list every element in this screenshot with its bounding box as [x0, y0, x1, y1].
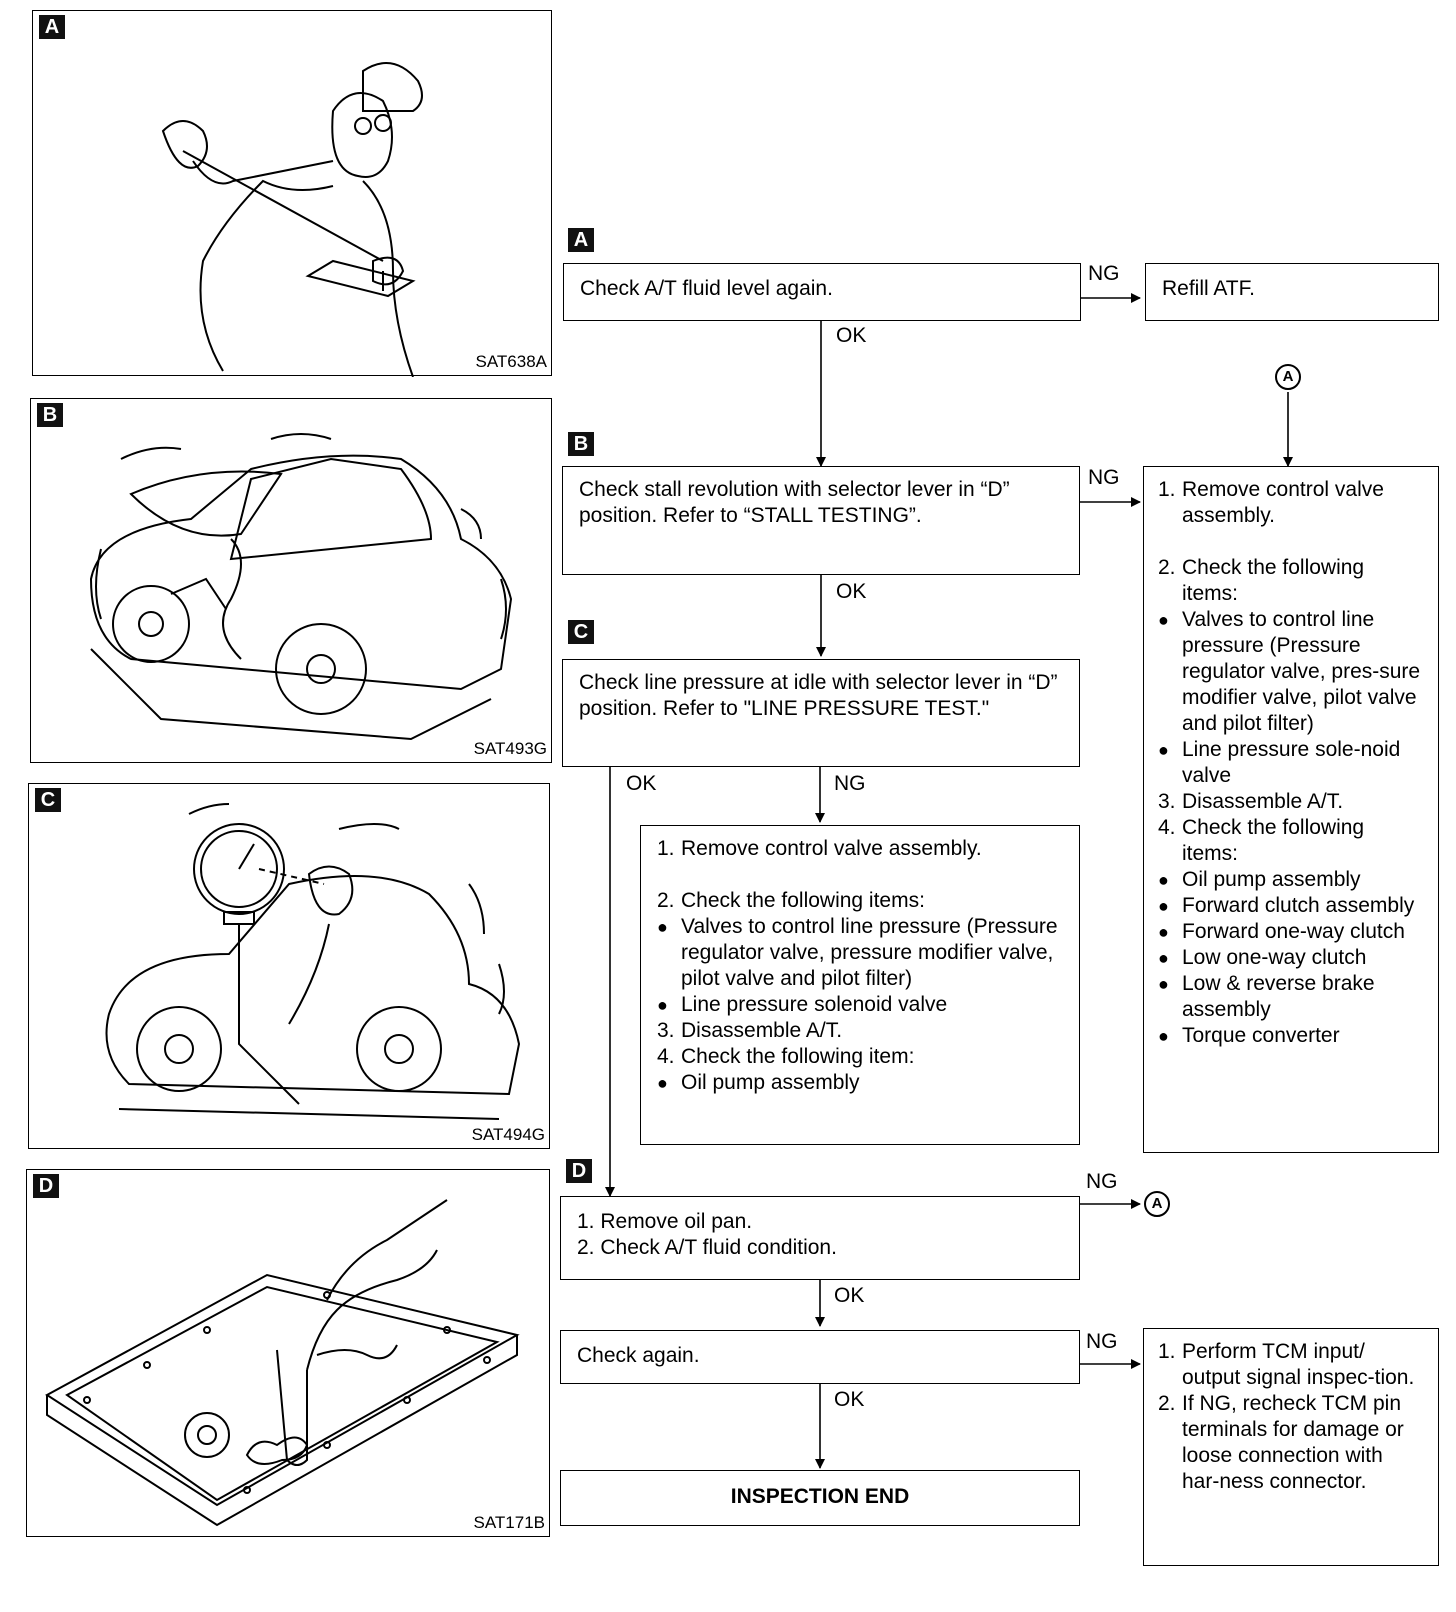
b-ng-step4-item: Torque converter [1158, 1023, 1424, 1049]
refill-atf-text: Refill ATF. [1162, 277, 1255, 300]
check-again-text: Check again. [577, 1344, 700, 1367]
b-ng-step4-item: Low one-way clutch [1158, 945, 1424, 971]
b-ng-step3-num: 3. [1158, 790, 1176, 813]
again-ng-item: Perform TCM input/ output signal inspec-… [1182, 1340, 1415, 1389]
step-a-box: Check A/T fluid level again. [563, 263, 1081, 321]
again-ng-item: If NG, recheck TCM pin terminals for dam… [1182, 1392, 1404, 1493]
panel-d-tag: D [33, 1174, 59, 1198]
check-again-box: Check again. [560, 1330, 1080, 1384]
b-ng-step4-item: Low & reverse brake assembly [1158, 971, 1424, 1023]
panel-b-illustration: B SAT493G [30, 398, 552, 763]
step-c-text: Check line pressure at idle with selecto… [579, 671, 1058, 720]
c-ng-step1-num: 1. [657, 837, 675, 860]
check-again-ng-box: 1. Perform TCM input/ output signal inspe… [1143, 1328, 1439, 1566]
step-d-box: 1. Remove oil pan. 2. Check A/T fluid co… [560, 1196, 1080, 1280]
b-ng-step2-item: Line pressure sole-noid valve [1158, 737, 1424, 789]
label-ng-d: NG [1086, 1170, 1118, 1193]
label-ok-d: OK [834, 1284, 865, 1307]
inspection-end-box: INSPECTION END [560, 1470, 1080, 1526]
c-ng-step2: Check the following items: [681, 889, 925, 912]
c-ng-step4-num: 4. [657, 1045, 675, 1068]
panel-b-tag: B [37, 403, 63, 427]
step-b-text: Check stall revolution with selector lev… [579, 478, 1010, 527]
label-ng-c: NG [834, 772, 866, 795]
label-ng-b: NG [1088, 466, 1120, 489]
panel-d-illustration: D SAT171B [26, 1169, 550, 1537]
d-item: 2. Check A/T fluid condition. [577, 1236, 837, 1259]
panel-d-code: SAT171B [473, 1513, 545, 1532]
car-stall-test-icon [89, 433, 513, 741]
label-ok-a: OK [836, 324, 867, 347]
car-line-pressure-gauge-icon [105, 803, 521, 1120]
connector-a-top: A [1275, 364, 1301, 390]
step-a-text: Check A/T fluid level again. [580, 277, 833, 300]
panel-b-code: SAT493G [473, 739, 547, 758]
label-ok-c: OK [626, 772, 657, 795]
again-ng-num: 1. [1158, 1340, 1176, 1363]
oil-pan-finger-icon [45, 1199, 520, 1527]
panel-a-code: SAT638A [475, 352, 547, 371]
b-ng-step4-item: Forward clutch assembly [1158, 893, 1424, 919]
mechanic-checking-dipstick-icon [161, 62, 423, 377]
connector-a-right: A [1144, 1191, 1170, 1217]
step-c-box: Check line pressure at idle with selecto… [562, 659, 1080, 767]
step-a-tag: A [568, 228, 594, 252]
inspection-end-text: INSPECTION END [730, 1485, 910, 1508]
b-ng-step1-num: 1. [1158, 478, 1176, 501]
step-b-ng-box: 1. Remove control valve assembly. 2. Check… [1143, 466, 1439, 1153]
b-ng-step4: Check the following items: [1182, 816, 1365, 865]
b-ng-step4-item: Oil pump assembly [1158, 867, 1424, 893]
label-ok-again: OK [834, 1388, 865, 1411]
panel-c-tag: C [35, 788, 61, 812]
c-ng-step1: Remove control valve assembly. [681, 837, 982, 860]
label-ok-b: OK [836, 580, 867, 603]
label-ng-again: NG [1086, 1330, 1118, 1353]
step-c-tag: C [568, 620, 594, 644]
b-ng-step1: Remove control valve assembly. [1182, 478, 1384, 527]
c-ng-step3-num: 3. [657, 1019, 675, 1042]
c-ng-step4: Check the following item: [681, 1045, 915, 1068]
refill-atf-box: Refill ATF. [1145, 263, 1439, 321]
c-ng-step2-item: Valves to control line pressure (Pressur… [657, 914, 1063, 992]
panel-a-tag: A [39, 15, 65, 39]
again-ng-num: 2. [1158, 1392, 1176, 1415]
c-ng-step4-item: Oil pump assembly [657, 1070, 1063, 1096]
c-ng-step2-item: Line pressure solenoid valve [657, 992, 1063, 1018]
d-item: 1. Remove oil pan. [577, 1210, 753, 1233]
b-ng-step4-item: Forward one-way clutch [1158, 919, 1424, 945]
panel-a-illustration: A SAT638A [32, 10, 552, 377]
step-d-tag: D [566, 1159, 592, 1183]
b-ng-step3: Disassemble A/T. [1182, 790, 1344, 813]
step-b-tag: B [568, 432, 594, 456]
label-ng-a: NG [1088, 262, 1120, 285]
step-c-ng-box: 1. Remove control valve assembly. 2. Check… [640, 825, 1080, 1145]
b-ng-step4-num: 4. [1158, 816, 1176, 839]
panel-c-code: SAT494G [471, 1125, 545, 1144]
step-b-box: Check stall revolution with selector lev… [562, 466, 1080, 575]
b-ng-step2: Check the following items: [1182, 556, 1365, 605]
panel-c-illustration: C SAT494G [28, 783, 550, 1149]
b-ng-step2-item: Valves to control line pressure (Pressur… [1158, 607, 1424, 737]
c-ng-step3: Disassemble A/T. [681, 1019, 843, 1042]
b-ng-step2-num: 2. [1158, 556, 1176, 579]
c-ng-step2-num: 2. [657, 889, 675, 912]
